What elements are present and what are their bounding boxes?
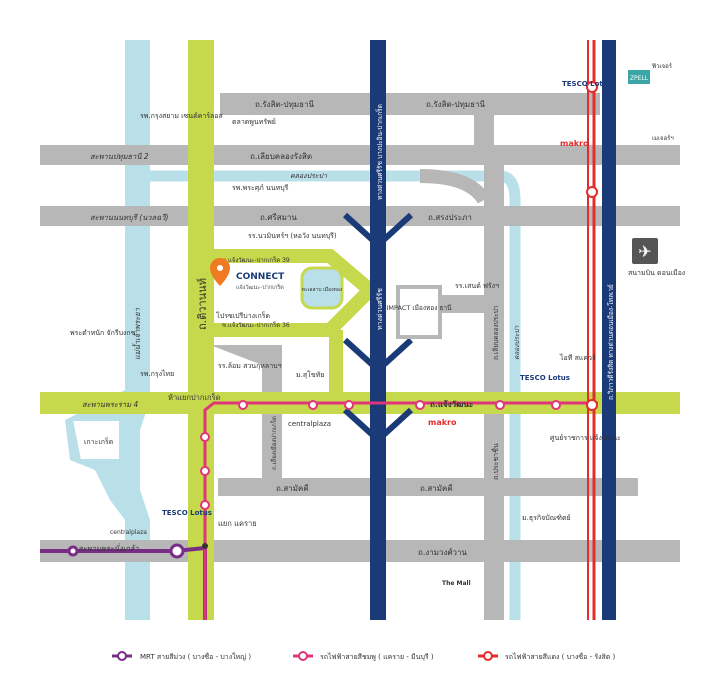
expressway-sirat [370,40,386,620]
road-tiwanon [188,40,214,620]
label-song-prapha: ถ.สรงประภา [428,213,472,222]
road-curve-right [419,169,491,204]
label-gov-center: ศูนย์ราชการ แจ้งวัฒนะ [550,434,621,442]
legend-purple: MRT สายสีม่วง ( บางซื่อ - บางใหญ่ ) [140,652,251,661]
station-pink-9 [551,400,561,410]
road-samakkhi [218,478,638,496]
label-khae-rai: แยก แคราย [218,519,257,528]
label-si-saman: ถ.ศรีสมาน [260,213,297,222]
label-tesco-mid: TESCO Lotus [520,374,570,382]
label-koh-kret: เกาะเกร็ด [84,437,113,446]
label-central-mid: centralplaza [288,420,331,428]
label-sansiri: รร.เสนต์ ฟรังฯ [455,282,499,290]
muangthong-lake [300,266,344,310]
label-chaeng-watthana: ถ.แจ้งวัฒนะ [430,399,473,409]
project-sub: แจ้งวัฒนะ-ปากเกร็ด [236,283,284,291]
label-rangsit-pathum-left: ถ.รังสิต-ปทุมธานี [255,100,315,109]
label-vibhavadi: ถ.วิภาวดีรังสิต ทางด่วนดอนเมือง-โทลเวย์ [607,284,615,400]
label-samakkhi-right: ถ.สามัคคี [420,484,453,493]
airport-icon [632,238,658,264]
legend-red: รถไฟฟ้าสายสีแดง ( บางซื่อ - รังสิต ) [505,652,616,661]
label-chaeng-36: ซ.แจ้งวัฒนะ-ปากเกร็ด 36 [222,320,290,329]
station-pink-7 [415,400,425,410]
station-red-2 [586,186,598,198]
station-pink-8 [495,400,505,410]
label-prince-palace: โปรซเปรีบางเกร็ด [216,311,270,320]
label-kasemrad: รพ.กรุงสยาม เซนต์คาร์ลอส [140,112,224,120]
label-hae-pakkred: ห้าแยกปากเกร็ด [168,392,221,402]
station-pink-5 [308,400,318,410]
station-pink-1 [200,432,210,442]
station-purple-2 [169,543,185,559]
label-khlong-prapa: คลองประปา [290,172,328,180]
station-pink-6 [344,400,354,410]
road-thumbnail-1 [474,93,494,153]
label-zpell: ZPELL [630,75,649,82]
road-vibhavadi [602,40,616,620]
label-prachachuen: ถ.ประชาชื่น [491,443,500,480]
road-rangsit-pathum [220,93,600,115]
label-tiwanon: ถ.ติวานนท์ [196,278,209,330]
station-red-1 [586,81,598,93]
label-liap-khlong-rangsit: ถ.เลียบคลองรังสิต [250,152,312,161]
expressway-split-low [342,407,414,445]
label-sukhothai-uni: ม.สุโขทัย [296,370,324,379]
legend-pink: รถไฟฟ้าสายสีชมพู ( แคราย - มีนบุรี ) [320,652,434,661]
label-royal-residence: พระตำหนัก จักรีบงกช [70,329,136,337]
label-it-square: ไอที สแควร์ [559,353,596,362]
label-don-mueang: สนามบิน ดอนเมือง [628,269,685,277]
station-purple-1 [67,545,79,557]
project-name: CONNECT [236,272,285,282]
station-red-3 [586,399,598,411]
pink-line [203,401,598,620]
expressway-split-mid [342,337,414,375]
koh-kret-island [70,419,121,461]
expressway-split-top [342,212,414,250]
label-liap-khlong-prapa: ถ.เลียบคลองประปา [492,305,500,360]
label-nonthaburi-bridge: สะพานนนทบุรี (นวลฉวี) [90,213,168,222]
label-chao-phraya: แม่น้ำเจ้าพระยา [132,307,142,360]
station-pink-4 [238,400,248,410]
label-tesco-low: TESCO Lotus [162,509,212,517]
station-pink-2 [200,466,210,476]
project-pin-icon [210,258,230,286]
zpell-badge [628,70,650,84]
label-nangklao-bridge: สะพานพระนั่งเกล้า [78,543,139,553]
station-khae-rai [202,543,208,549]
chao-phraya-river [65,40,150,620]
label-expressway-top: ทางด่วนศรีรัช บางปะอิน-ปากเกร็ด [375,104,384,200]
label-talad-pornsap: ตลาดพูนทรัพย์ [232,118,276,126]
station-pink-3 [200,500,210,510]
label-makro-top: makro [560,139,589,148]
project-pin-dot [217,265,223,271]
label-the-mall: The Mall [442,580,471,587]
label-rangsit-pathum-right: ถ.รังสิต-ปทุมธานี [426,100,486,109]
label-school-nawamin: รร.นวมินทร์ฯ (หอวัง นนทบุรี) [248,232,337,240]
label-provost-school: รร.ล้อม สวนกุหลาบฯ [218,362,282,370]
label-samakkhi-left: ถ.สามัคคี [276,484,309,493]
road-soi-impact [440,295,484,313]
label-pathum-bridge: สะพานปทุมธานี 2 [90,152,149,161]
label-central-low: centralplaza [110,529,147,536]
label-rama4-bridge: สะพานพระราม 4 [82,400,138,409]
label-ngamwongwan: ถ.งามวงศ์วาน [418,547,468,557]
label-chaeng-39: ซ.แจ้งวัฒนะ-ปากเกร็ด 39 [222,255,290,264]
label-future-park: ฟิวเจอร์ [652,62,673,70]
label-khlong-prapa-v: คลองประปา [513,325,521,360]
label-tesco-top: TESCO Lotus [562,80,612,88]
road-bypass-curve [210,345,282,365]
label-muang-thong-soi: ถ.เลี่ยงเมืองปากเกร็ด [269,416,278,470]
muangthong-lake-label: ทะเลสาบ เมืองทอง [302,286,343,293]
label-rangsit-uni: ม.ธุรกิจบัณฑิตย์ [522,514,571,522]
label-makro-mid: makro [428,418,457,427]
label-major: เมเจอร์ฯ [652,134,674,142]
airplane-icon: ✈ [638,242,651,261]
label-expressway: ทางด่วนศรีรัช [376,288,384,330]
label-impact: IMPACT เมืองทอง ธานี [386,304,452,312]
impact-box [396,285,442,339]
legend: MRT สายสีม่วง ( บางซื่อ - บางใหญ่ ) รถไฟ… [112,651,616,661]
label-bangkok-hosp: รพ.กรุงไทย [140,369,174,378]
label-pakkred-hosp: รพ.พระศุภ์ นนทบุรี [232,184,289,192]
